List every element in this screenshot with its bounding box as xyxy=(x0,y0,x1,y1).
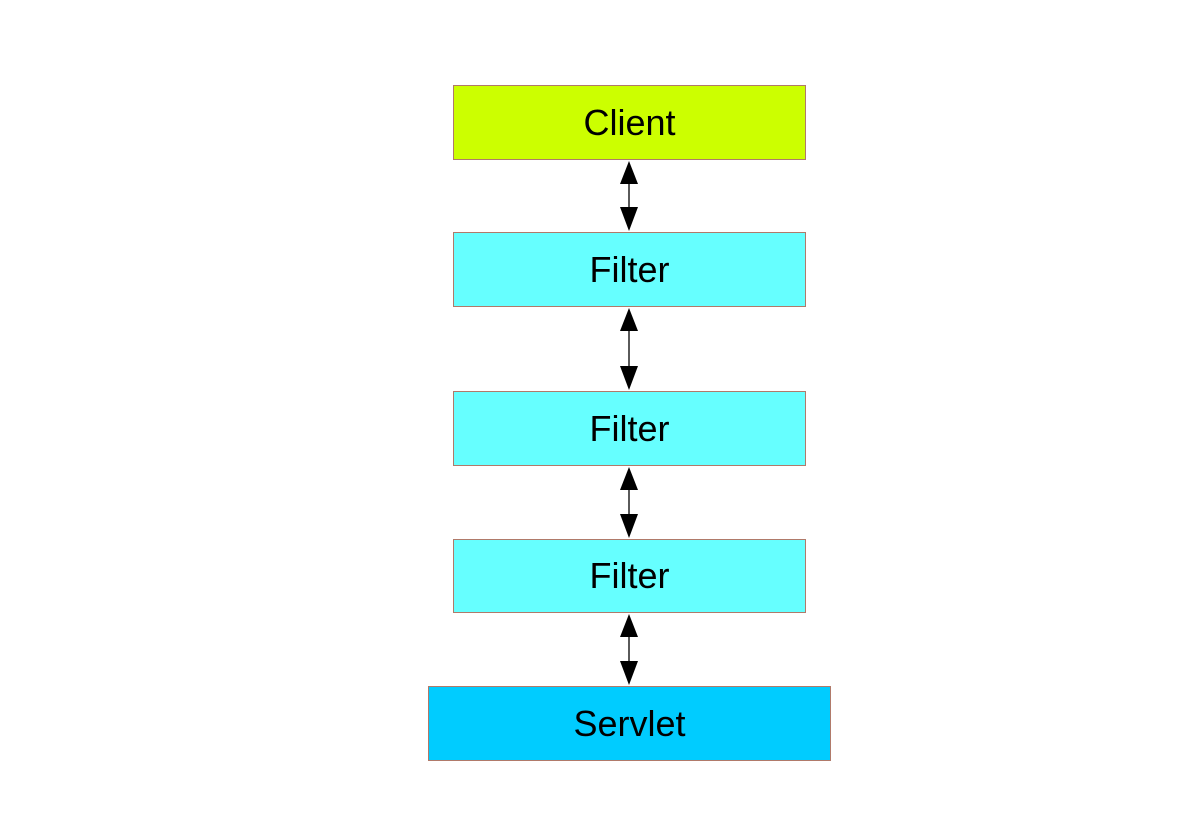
filter-node-1: Filter xyxy=(453,232,806,307)
filter-node-2: Filter xyxy=(453,391,806,466)
servlet-node-label: Servlet xyxy=(573,702,686,744)
client-node-label: Client xyxy=(583,101,676,143)
bidirectional-arrow-filter1-filter2 xyxy=(620,308,638,390)
filter-node-2-label: Filter xyxy=(589,407,670,449)
filter-node-3-label: Filter xyxy=(589,555,670,596)
bidirectional-arrow-client-filter1 xyxy=(620,161,638,231)
bidirectional-arrow-filter2-filter3 xyxy=(620,467,638,538)
filter-node-1-label: Filter xyxy=(589,248,670,290)
client-node: Client xyxy=(453,85,806,160)
bidirectional-arrow-filter3-servlet xyxy=(620,614,638,685)
servlet-node: Servlet xyxy=(428,686,831,761)
filter-node-3: Filter xyxy=(453,539,806,613)
